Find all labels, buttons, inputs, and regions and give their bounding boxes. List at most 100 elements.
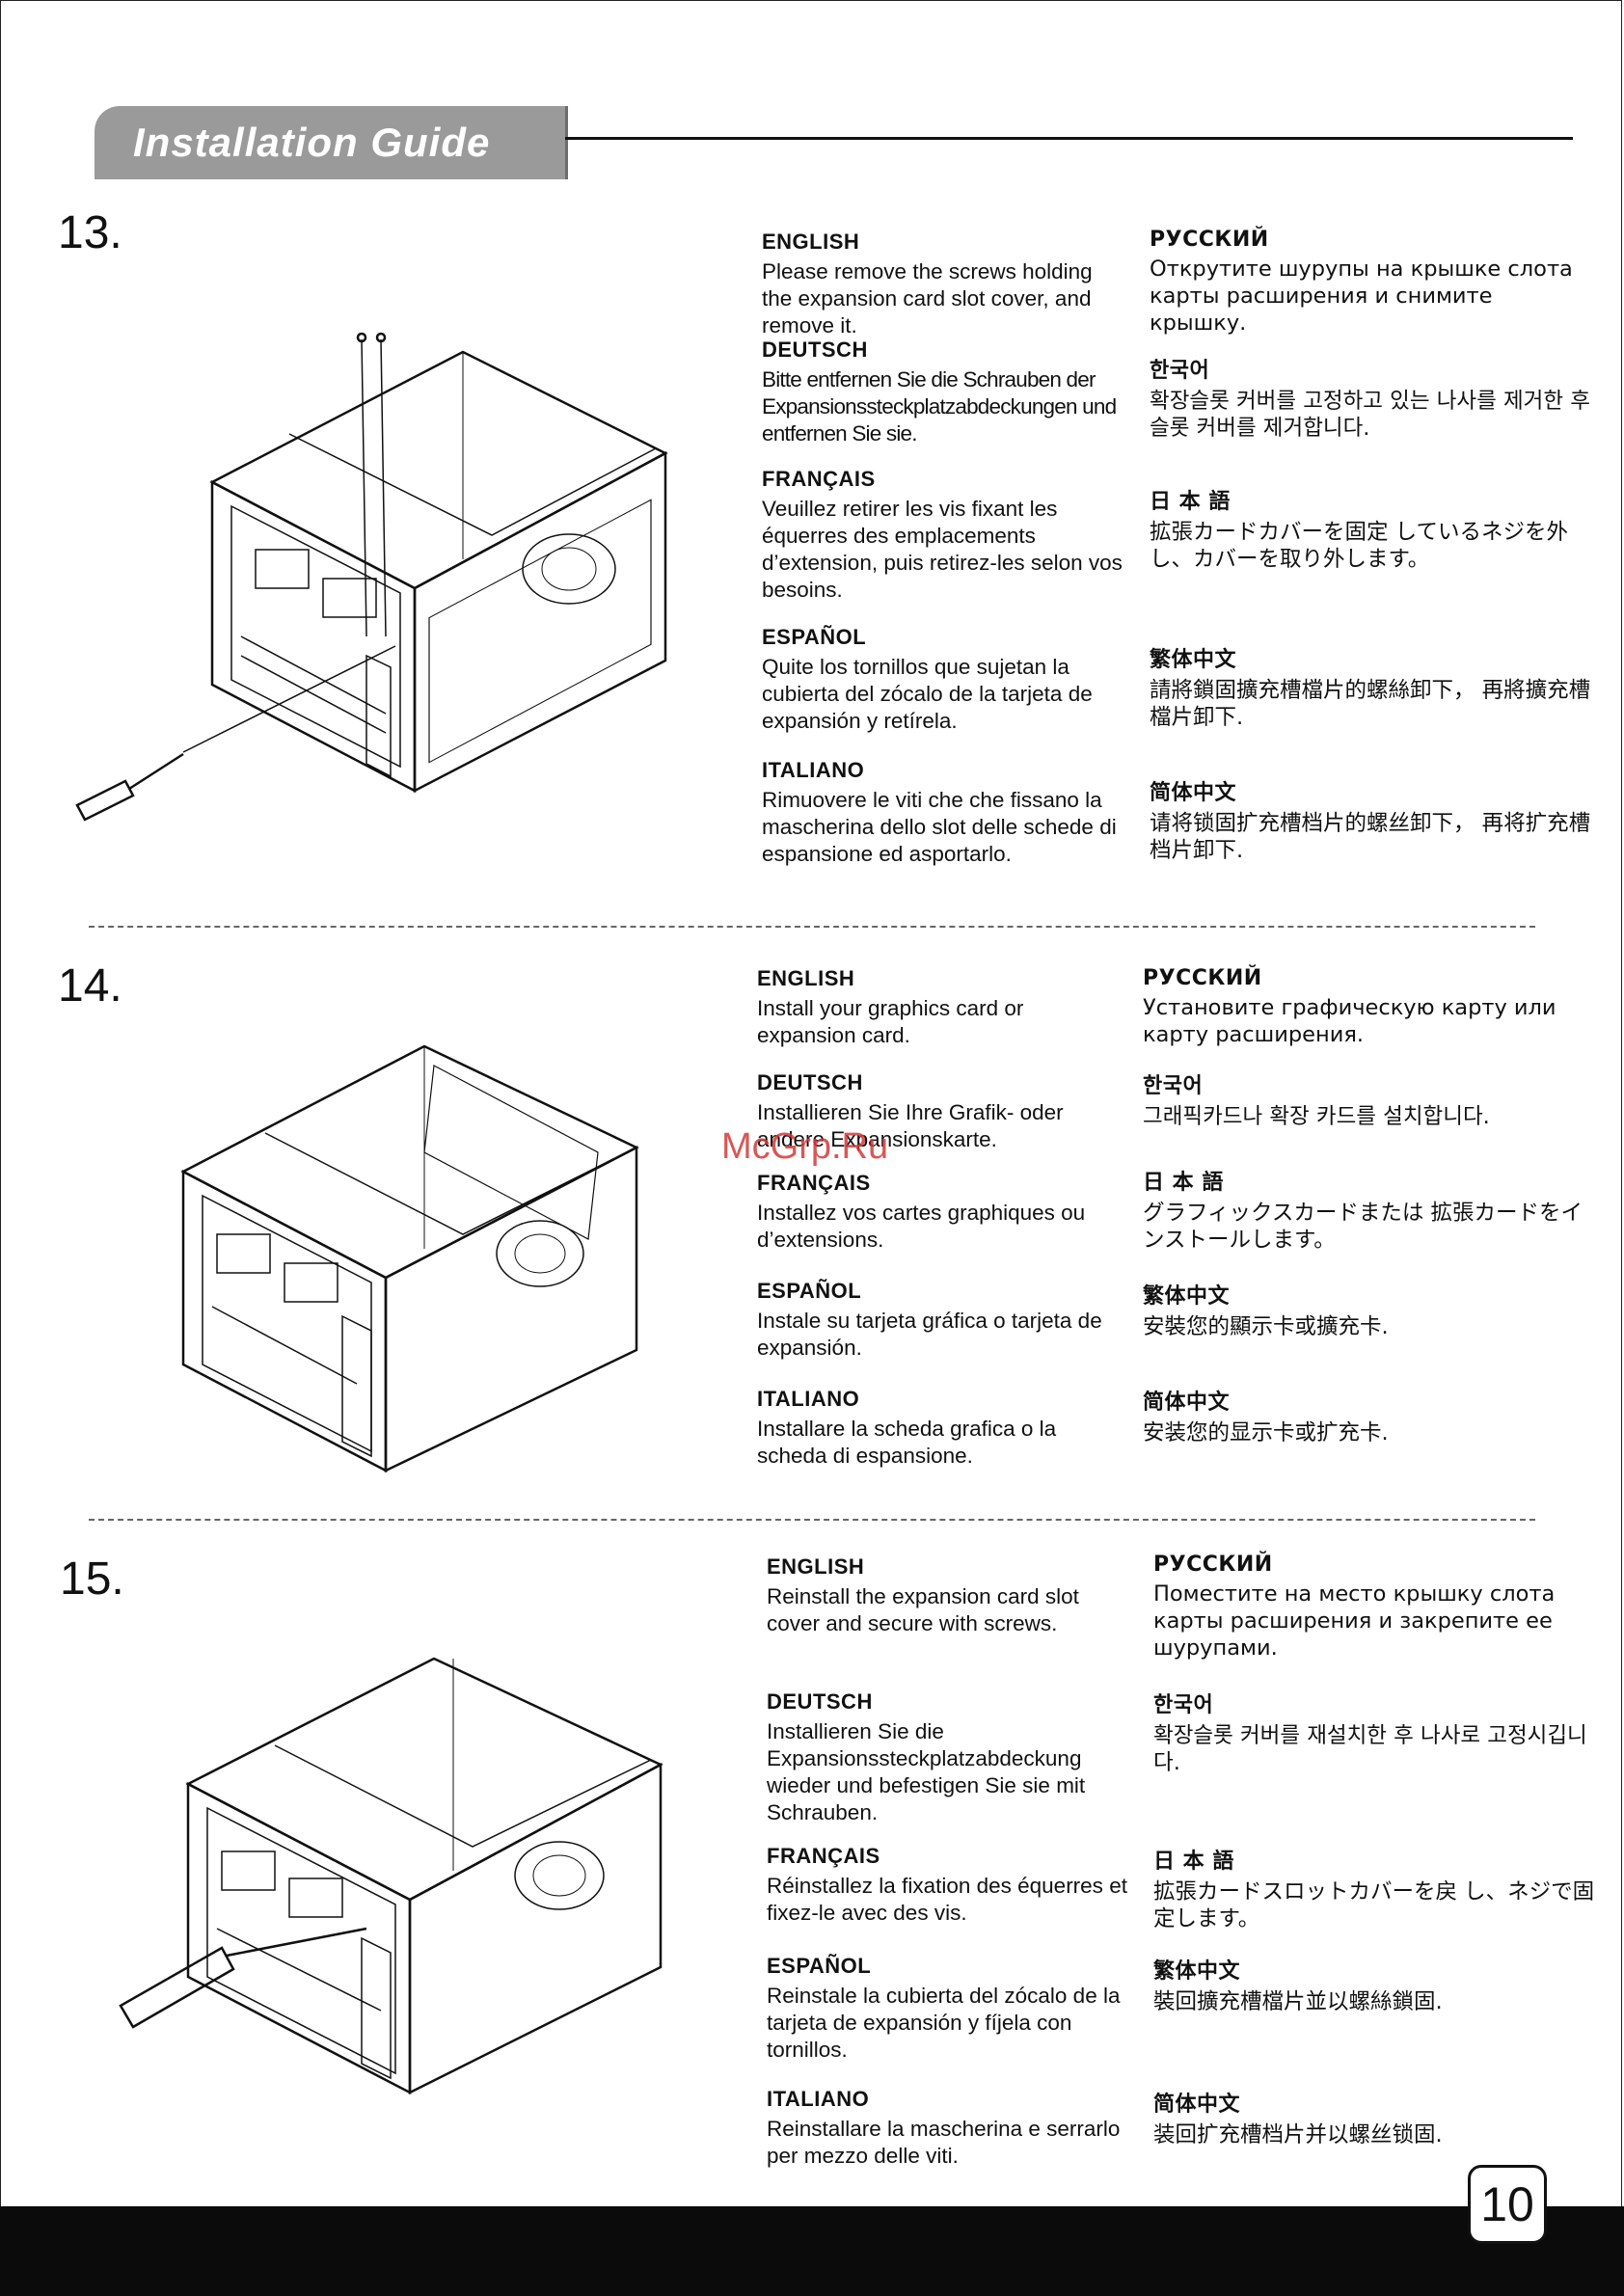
step-13-fr: FRANÇAIS Veuillez retirer les vis fixant… — [762, 467, 1128, 625]
instruction-text: 확장슬롯 커버를 재설치한 후 나사로 고정시깁니다. — [1153, 1723, 1587, 1775]
language-heading: 繁体中文 — [1150, 648, 1237, 672]
step-13-ko: 한국어 확장슬롯 커버를 고정하고 있는 나사를 제거한 후 슬롯 커버를 제거… — [1150, 353, 1593, 484]
step-13-es: ESPAÑOL Quite los tornillos que sujetan … — [762, 625, 1128, 758]
step-14-illustration — [180, 1044, 639, 1473]
language-heading: 한국어 — [1153, 1693, 1214, 1717]
language-heading: 繁体中文 — [1153, 1959, 1241, 1984]
header-rule — [565, 137, 1573, 140]
step-15-left-column: ENGLISH Reinstall the expansion card slo… — [767, 1554, 1133, 2170]
language-heading: 한국어 — [1143, 1074, 1204, 1098]
step-15-es: ESPAÑOL Reinstale la cubierta del zócalo… — [767, 1954, 1133, 2087]
language-heading: ENGLISH — [762, 230, 860, 254]
language-heading: 日 本 語 — [1153, 1850, 1234, 1874]
instruction-text: Reinstallare la mascherina e serrarlo pe… — [767, 2117, 1121, 2168]
step-14-fr: FRANÇAIS Installez vos cartes graphiques… — [757, 1171, 1114, 1279]
step-13-left-column: ENGLISH Please remove the screws holding… — [762, 230, 1128, 868]
step-15-zh-cn: 简体中文 装回扩充槽档片并以螺丝锁固. — [1153, 2087, 1597, 2148]
instruction-text: 裝回擴充槽檔片並以螺絲鎖固. — [1153, 1989, 1443, 2014]
step-15-fr: FRANÇAIS Réinstallez la fixation des équ… — [767, 1844, 1133, 1954]
step-13-zh-tw: 繁体中文 請將鎖固擴充槽檔片的螺絲卸下， 再將擴充槽檔片卸下. — [1150, 642, 1593, 775]
instruction-text: Veuillez retirer les vis fixant les éque… — [762, 497, 1123, 602]
language-heading: DEUTSCH — [757, 1070, 863, 1094]
instruction-text: Rimuovere le viti che che fissano la mas… — [762, 788, 1117, 866]
instruction-text: 그래픽카드나 확장 카드를 설치합니다. — [1143, 1104, 1490, 1129]
instruction-text: 확장슬롯 커버를 고정하고 있는 나사를 제거한 후 슬롯 커버를 제거합니다. — [1150, 389, 1590, 441]
step-15-right-column: РУССКИЙ Поместите на место крышку слота … — [1153, 1553, 1597, 2148]
instruction-text: Installez vos cartes graphiques ou d’ext… — [757, 1201, 1086, 1252]
step-15-ja: 日 本 語 拡張カードスロットカバーを戻 し、ネジで固定します。 — [1153, 1844, 1597, 1954]
instruction-text: 拡張カードスロットカバーを戻 し、ネジで固定します。 — [1153, 1879, 1595, 1931]
language-heading: DEUTSCH — [767, 1689, 873, 1714]
language-heading: ITALIANO — [762, 758, 865, 782]
instruction-text: 装回扩充槽档片并以螺丝锁固. — [1153, 2122, 1443, 2147]
step-14-right-column: РУССКИЙ Установите графическую карту или… — [1143, 966, 1586, 1446]
step-13-number: 13. — [58, 207, 122, 258]
section-divider — [89, 926, 1535, 928]
language-heading: 简体中文 — [1143, 1391, 1231, 1415]
language-heading: ESPAÑOL — [767, 1954, 872, 1978]
language-heading: РУССКИЙ — [1150, 228, 1269, 252]
step-15-en: ENGLISH Reinstall the expansion card slo… — [767, 1554, 1133, 1689]
step-14-zh-cn: 简体中文 安装您的显示卡或扩充卡. — [1143, 1385, 1586, 1446]
instruction-text: 请将锁固扩充槽档片的螺丝卸下， 再将扩充槽档片卸下. — [1150, 811, 1591, 863]
instruction-text: Réinstallez la fixation des équerres et … — [767, 1874, 1127, 1925]
language-heading: 简体中文 — [1153, 2093, 1241, 2117]
step-15-ko: 한국어 확장슬롯 커버를 재설치한 후 나사로 고정시깁니다. — [1153, 1688, 1597, 1844]
language-heading: 日 本 語 — [1150, 490, 1231, 514]
step-13-right-column: РУССКИЙ Открутите шурупы на крышке слота… — [1150, 228, 1593, 864]
language-heading: ESPAÑOL — [762, 625, 867, 649]
page-title: Installation Guide — [133, 120, 491, 165]
language-heading: ENGLISH — [757, 966, 855, 990]
step-15-de: DEUTSCH Installieren Sie die Expansionss… — [767, 1689, 1133, 1844]
language-heading: РУССКИЙ — [1153, 1553, 1273, 1577]
language-heading: РУССКИЙ — [1143, 966, 1262, 990]
instruction-text: 請將鎖固擴充槽檔片的螺絲卸下， 再將擴充槽檔片卸下. — [1150, 678, 1591, 730]
instruction-text: Открутите шурупы на крышке слота карты р… — [1150, 257, 1573, 336]
step-14-es: ESPAÑOL Instale su tarjeta gráfica o tar… — [757, 1279, 1114, 1387]
step-15-zh-tw: 繁体中文 裝回擴充槽檔片並以螺絲鎖固. — [1153, 1954, 1597, 2087]
step-13-ru: РУССКИЙ Открутите шурупы на крышке слота… — [1150, 228, 1593, 353]
instruction-text: Установите графическую карту или карту р… — [1143, 995, 1556, 1047]
language-heading: ITALIANO — [767, 2087, 870, 2111]
step-15-illustration — [119, 1657, 663, 2095]
instruction-text: Instale su tarjeta gráfica o tarjeta de … — [757, 1309, 1102, 1360]
instruction-text: Installieren Sie Ihre Grafik- oder ander… — [757, 1100, 1064, 1151]
instruction-text: Install your graphics card or expansion … — [757, 996, 1024, 1047]
footer-bar — [0, 2206, 1624, 2296]
step-13-it: ITALIANO Rimuovere le viti che che fissa… — [762, 758, 1128, 868]
step-14-zh-tw: 繁体中文 安裝您的顯示卡或擴充卡. — [1143, 1279, 1586, 1385]
instruction-text: Please remove the screws holding the exp… — [762, 259, 1093, 338]
language-heading: 繁体中文 — [1143, 1284, 1231, 1309]
instruction-text: Installieren Sie die Expansionssteckplat… — [767, 1719, 1086, 1824]
language-heading: FRANÇAIS — [762, 467, 876, 491]
instruction-text: 拡張カードカバーを固定 しているネジを外し、カバーを取り外します。 — [1150, 520, 1568, 572]
instruction-text: グラフィックスカードまたは 拡張カードをインストールします。 — [1143, 1201, 1583, 1253]
step-13-zh-cn: 简体中文 请将锁固扩充槽档片的螺丝卸下， 再将扩充槽档片卸下. — [1150, 775, 1593, 864]
step-15-it: ITALIANO Reinstallare la mascherina e se… — [767, 2087, 1133, 2170]
step-14-ru: РУССКИЙ Установите графическую карту или… — [1143, 966, 1586, 1068]
step-14-de: DEUTSCH Installieren Sie Ihre Grafik- od… — [757, 1070, 1114, 1171]
step-15-ru: РУССКИЙ Поместите на место крышку слота … — [1153, 1553, 1597, 1688]
step-13-de: DEUTSCH Bitte entfernen Sie die Schraube… — [762, 338, 1128, 467]
header-tab — [95, 106, 565, 179]
step-13-en: ENGLISH Please remove the screws holding… — [762, 230, 1128, 338]
instruction-text: Installare la scheda grafica o la scheda… — [757, 1417, 1057, 1468]
language-heading: ENGLISH — [767, 1554, 865, 1579]
language-heading: FRANÇAIS — [757, 1171, 871, 1195]
step-14-ja: 日 本 語 グラフィックスカードまたは 拡張カードをインストールします。 — [1143, 1165, 1586, 1279]
instruction-text: Reinstale la cubierta del zócalo de la t… — [767, 1984, 1121, 2062]
language-heading: 한국어 — [1150, 359, 1210, 383]
instruction-text: Reinstall the expansion card slot cover … — [767, 1584, 1079, 1635]
page-number: 10 — [1468, 2165, 1547, 2244]
step-14-en: ENGLISH Install your graphics card or ex… — [757, 966, 1114, 1070]
step-14-left-column: ENGLISH Install your graphics card or ex… — [757, 966, 1114, 1470]
step-15-number: 15. — [60, 1553, 124, 1605]
watermark: McGrp.Ru — [721, 1126, 889, 1167]
instruction-text: 安裝您的顯示卡或擴充卡. — [1143, 1314, 1389, 1339]
instruction-text: Bitte entfernen Sie die Schrauben der Ex… — [762, 367, 1117, 446]
step-13-ja: 日 本 語 拡張カードカバーを固定 しているネジを外し、カバーを取り外します。 — [1150, 484, 1593, 642]
language-heading: 简体中文 — [1150, 781, 1237, 805]
language-heading: FRANÇAIS — [767, 1844, 880, 1868]
instruction-text: Поместите на место крышку слота карты ра… — [1153, 1581, 1556, 1661]
language-heading: DEUTSCH — [762, 338, 868, 362]
